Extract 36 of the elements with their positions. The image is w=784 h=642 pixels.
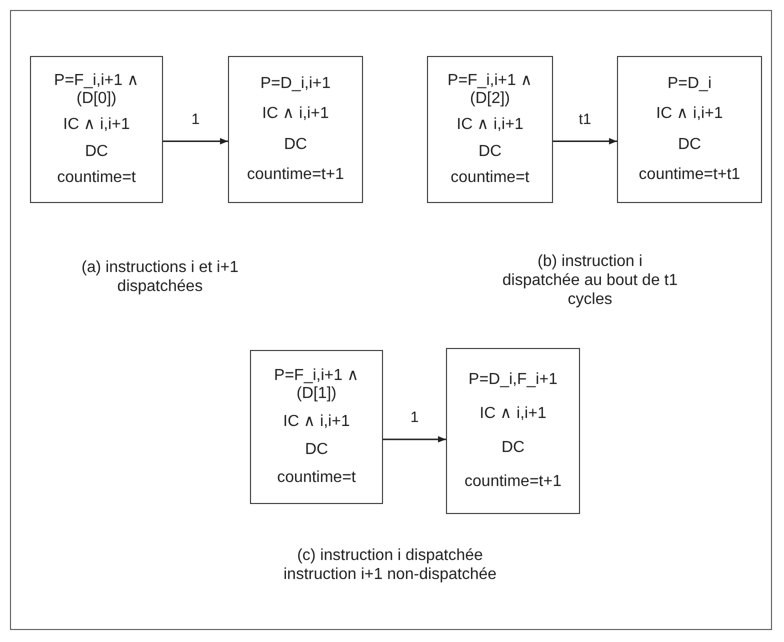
state-box [617,56,762,203]
state-text: countime=t [450,169,530,188]
state-text: P=F_i,i+1 ∧ (D[2]) [446,72,534,108]
state-text: countime=t+1 [247,166,344,184]
arrow [383,436,446,443]
state-box [427,56,553,203]
state-box [446,348,580,514]
state-text: countime=t+1 [464,473,562,491]
arrow [163,138,228,144]
state-text: P=F_i,i+1 ∧ (D[0]) [53,72,140,108]
state-text: DC [304,441,328,459]
state-text: IC ∧ i,i+1 [283,413,350,431]
caption: (b) instruction i dispatchée au bout de t1 cycles [501,252,679,309]
state-text: P=D_i,i+1 [260,75,331,94]
state-box [228,56,363,203]
state-text: IC ∧ i,i+1 [656,105,723,124]
state-text: IC ∧ i,i+1 [480,405,546,423]
caption: (c) instruction i dispatchée instruction i+1 non-dispatchée [282,546,498,584]
state-box [30,56,163,203]
state-box [250,350,383,504]
state-text: DC [501,439,525,457]
state-text: DC [84,142,108,161]
state-text: countime=t [277,469,356,487]
state-text: P=D_i,F_i+1 [468,371,558,389]
state-text: IC ∧ i,i+1 [262,105,329,124]
state-text: P=F_i,i+1 ∧ (D[1]) [273,367,360,403]
caption: (a) instructions i et i+1 dispatchées [80,258,240,296]
state-text: IC ∧ i,i+1 [456,116,524,134]
state-text: countime=t [57,169,136,188]
state-text: P=D_i [667,75,712,94]
state-text: DC [478,142,502,161]
state-text: DC [284,136,308,154]
state-text: IC ∧ i,i+1 [63,116,130,134]
state-text: DC [678,136,702,154]
state-text: countime=t+t1 [638,166,740,184]
arrow [553,138,617,144]
